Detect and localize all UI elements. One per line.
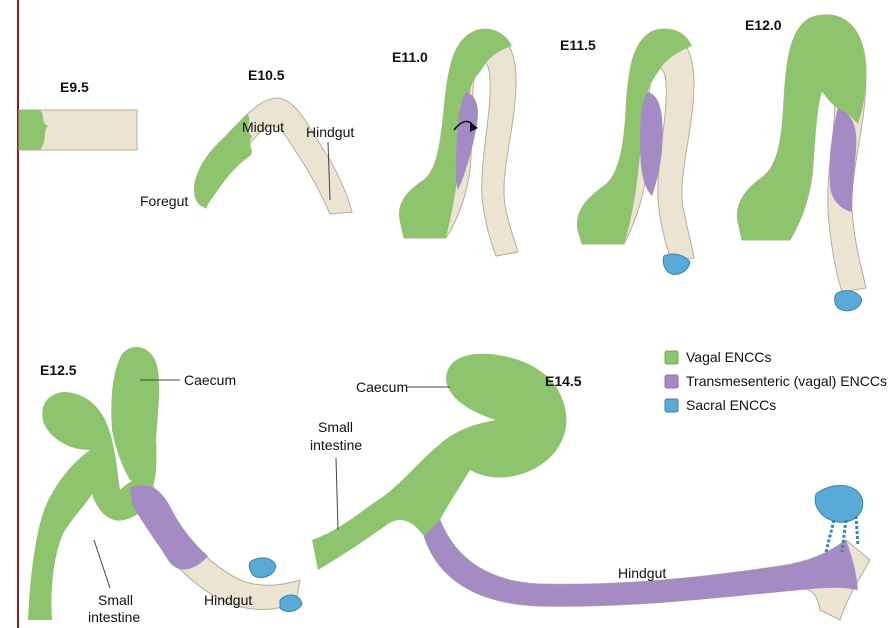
hindgut-label: Hindgut bbox=[204, 592, 252, 608]
legend-swatch-sacral bbox=[665, 399, 678, 412]
caecum bbox=[111, 347, 159, 490]
sacral-fibre bbox=[856, 516, 858, 546]
small-intestine-pointer bbox=[94, 540, 110, 588]
caecum-label: Caecum bbox=[356, 379, 408, 395]
legend-swatch-transmesenteric bbox=[665, 375, 678, 388]
stage-label: E11.0 bbox=[392, 49, 428, 65]
stage-label: E10.5 bbox=[248, 67, 285, 83]
intestine-label: intestine bbox=[310, 437, 362, 453]
hindgut-label: Hindgut bbox=[306, 124, 354, 140]
stage-label: E12.5 bbox=[40, 362, 77, 378]
hindgut-label: Hindgut bbox=[618, 565, 666, 581]
foregut-label: Foregut bbox=[140, 193, 188, 209]
stage-label: E12.0 bbox=[745, 17, 782, 33]
small-label: Small bbox=[98, 592, 133, 608]
sacral-cluster bbox=[249, 558, 276, 578]
stage-label: E9.5 bbox=[60, 79, 89, 95]
intestine-label: intestine bbox=[88, 609, 140, 625]
stage-label: E11.5 bbox=[560, 37, 596, 53]
legend: Vagal ENCCs Transmesenteric (vagal) ENCC… bbox=[665, 349, 887, 413]
legend-label-sacral: Sacral ENCCs bbox=[686, 397, 776, 413]
stage-e9-5: E9.5 bbox=[19, 79, 137, 150]
transmesenteric-region bbox=[424, 520, 858, 606]
stage-e11-5: E11.5 bbox=[560, 29, 694, 275]
sacral-cluster bbox=[280, 595, 302, 611]
stage-label: E14.5 bbox=[545, 373, 582, 389]
sacral-cluster bbox=[835, 291, 862, 311]
legend-swatch-vagal bbox=[665, 351, 678, 364]
small-intestine-pointer bbox=[336, 458, 338, 530]
stage-e14-5: E14.5 Caecum Small intestine Hindgut bbox=[310, 354, 870, 620]
legend-label-transmesenteric: Transmesenteric (vagal) ENCCs bbox=[686, 373, 887, 389]
sacral-fibre bbox=[826, 520, 834, 552]
stage-e10-5: E10.5 Midgut Hindgut Foregut bbox=[140, 67, 354, 214]
small-label: Small bbox=[318, 419, 353, 435]
stage-e12-0: E12.0 bbox=[737, 15, 866, 311]
caecum-label: Caecum bbox=[184, 372, 236, 388]
legend-label-vagal: Vagal ENCCs bbox=[686, 349, 771, 365]
transmesenteric-region bbox=[130, 485, 208, 569]
midgut-label: Midgut bbox=[242, 119, 284, 135]
stage-e11-0: E11.0 bbox=[392, 29, 518, 256]
stage-e12-5: E12.5 Caecum Small intestine Hindgut bbox=[28, 347, 302, 625]
